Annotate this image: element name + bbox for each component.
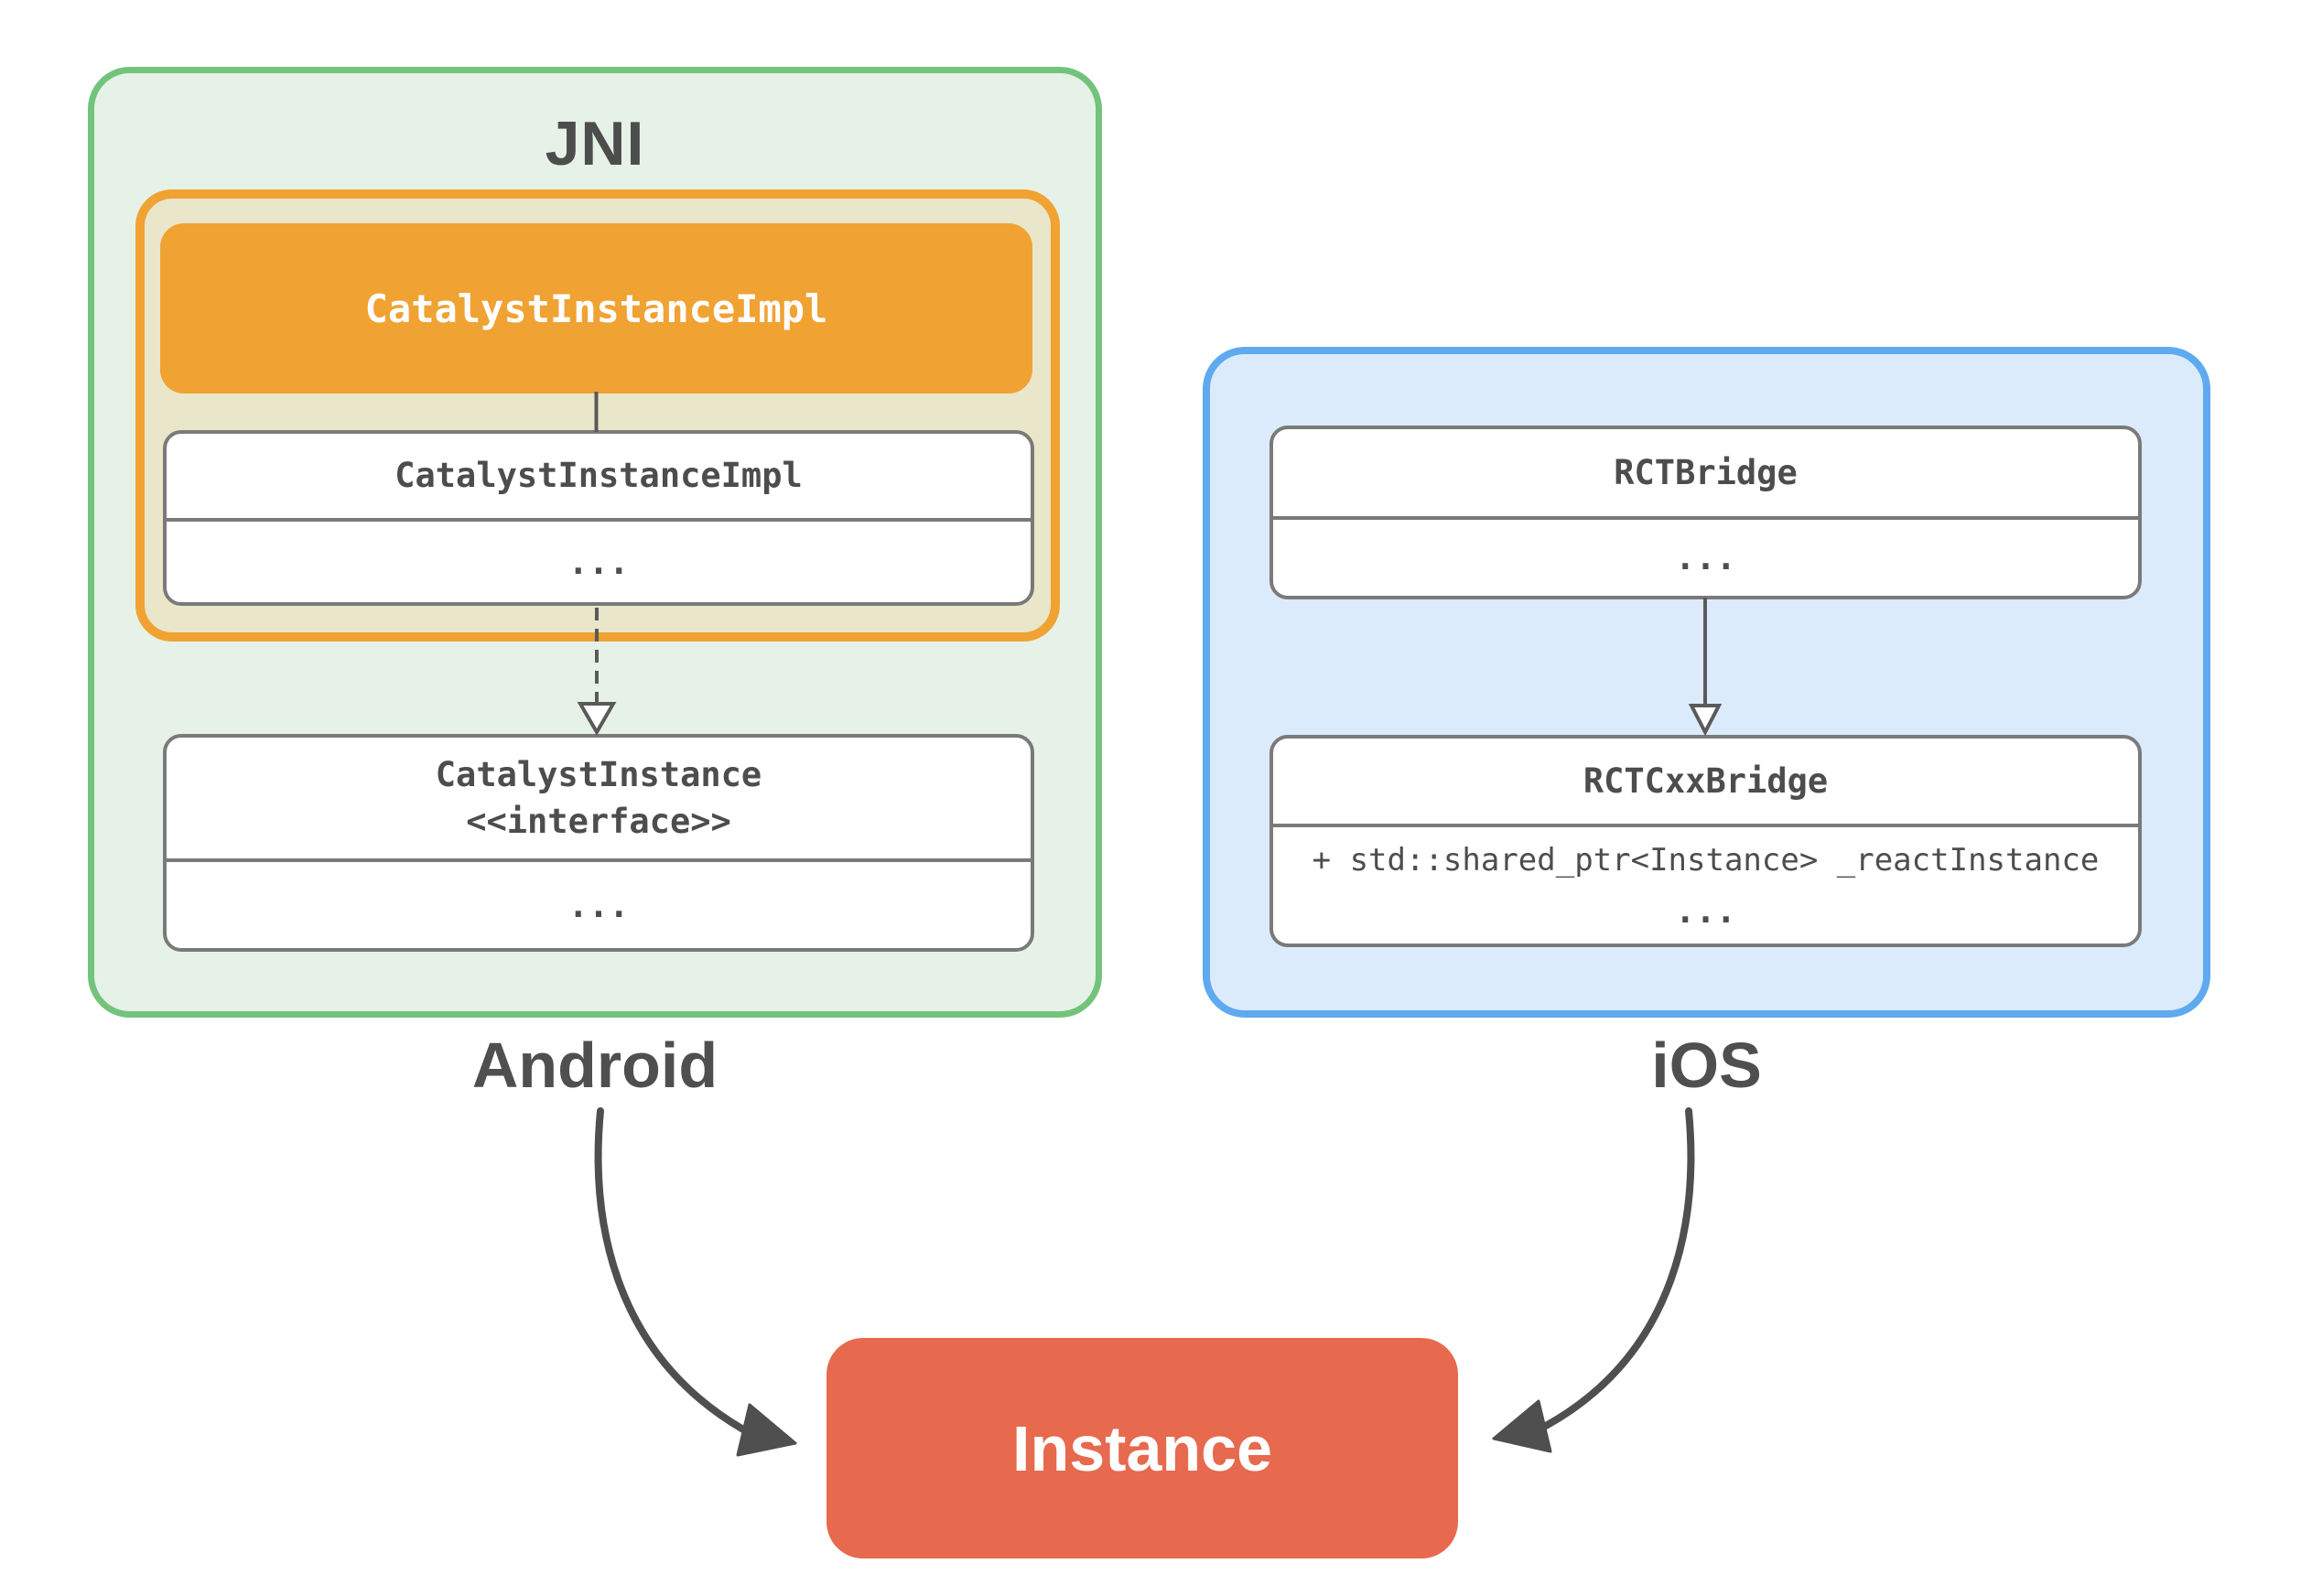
- class-members: ...: [167, 522, 1031, 602]
- ios-instance-arrow: [1542, 1107, 1695, 1429]
- rct-cxx-bridge-class: RCTCxxBridge + std::shared_ptr<Instance>…: [1269, 735, 2142, 947]
- cxx-attribute: + std::shared_ptr<Instance> _reactInstan…: [1312, 841, 2100, 879]
- class-title: RCTBridge: [1273, 429, 2138, 520]
- class-title: CatalystInstance <<interface>>: [167, 738, 1031, 862]
- catalyst-impl-class: CatalystInstanceImpl ...: [163, 430, 1034, 606]
- members-ellipsis: ...: [1675, 890, 1736, 931]
- members-ellipsis: ...: [567, 542, 630, 582]
- jni-title: JNI: [545, 109, 645, 178]
- class-title: RCTCxxBridge: [1273, 739, 2138, 827]
- ios-label: iOS: [1651, 1030, 1762, 1101]
- rct-bridge-class: RCTBridge ...: [1269, 426, 2142, 599]
- class-title: CatalystInstanceImpl: [167, 434, 1031, 522]
- class-name: CatalystInstanceImpl: [394, 456, 803, 496]
- members-ellipsis: ...: [567, 885, 630, 925]
- class-members: ...: [167, 862, 1031, 948]
- instance-box: Instance: [826, 1338, 1458, 1558]
- catalyst-interface-class: CatalystInstance <<interface>> ...: [163, 734, 1034, 952]
- android-label: Android: [471, 1030, 718, 1101]
- android-instance-arrow: [594, 1107, 747, 1433]
- android-instance-arrowhead: [736, 1403, 797, 1457]
- class-members: + std::shared_ptr<Instance> _reactInstan…: [1273, 827, 2138, 944]
- class-name: CatalystInstance: [435, 754, 762, 794]
- catalyst-highlight: CatalystInstanceImpl: [160, 223, 1032, 394]
- class-stereotype: <<interface>>: [466, 802, 731, 841]
- members-ellipsis: ...: [1675, 538, 1736, 577]
- ios-instance-arrowhead: [1492, 1399, 1552, 1453]
- instance-label: Instance: [1012, 1412, 1272, 1484]
- class-name: RCTCxxBridge: [1583, 760, 1829, 801]
- class-members: ...: [1273, 520, 2138, 596]
- class-name: RCTBridge: [1614, 452, 1798, 492]
- catalyst-highlight-label: CatalystInstanceImpl: [364, 286, 828, 331]
